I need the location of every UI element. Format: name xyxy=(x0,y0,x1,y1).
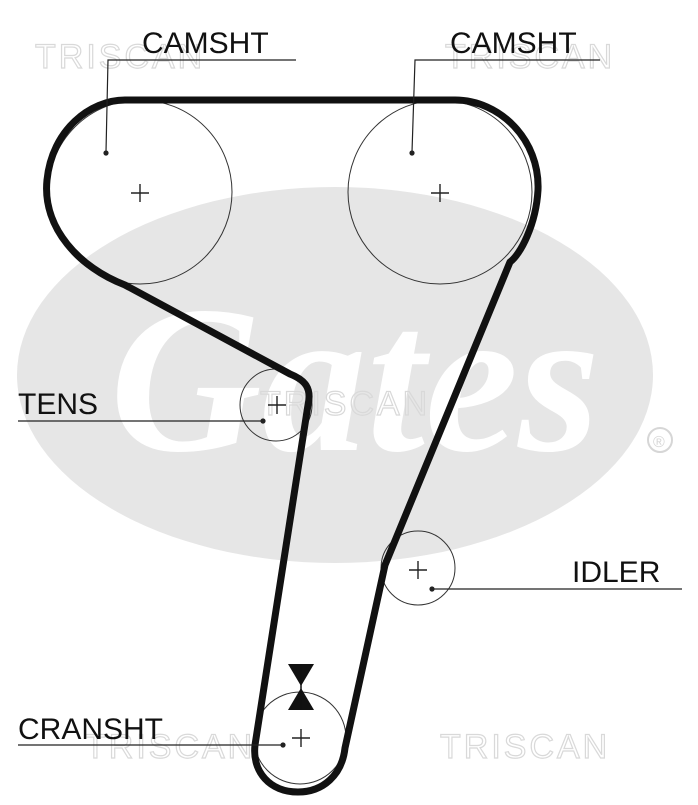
crankshaft-center-icon xyxy=(292,729,310,747)
camshaft-right-center-icon xyxy=(431,184,449,202)
crankshaft-leader xyxy=(18,742,286,748)
gates-logo-ellipse xyxy=(17,187,653,563)
label-idler: IDLER xyxy=(572,556,660,589)
triscan-watermark-top-right: TRISCAN xyxy=(445,38,615,76)
camshaft-left-leader xyxy=(103,59,296,156)
gates-logo-watermark: Gates ® xyxy=(17,187,673,563)
registered-mark: ® xyxy=(653,434,665,451)
crankshaft-timing-mark-icon xyxy=(288,664,314,710)
label-crankshaft: CRANSHT xyxy=(18,713,163,746)
tensioner-center-icon xyxy=(268,396,286,414)
triscan-watermark-bottom-right: TRISCAN xyxy=(440,728,610,766)
triscan-watermark-center: TRISCAN xyxy=(260,385,430,423)
label-camshaft-left: CAMSHT xyxy=(142,27,269,60)
triscan-watermark-bottom-left: TRISCAN xyxy=(85,728,255,766)
tensioner-leader xyxy=(18,418,266,424)
idler-leader xyxy=(429,586,682,592)
idler-center-icon xyxy=(409,561,427,579)
registered-mark-icon xyxy=(647,427,673,453)
timing-belt xyxy=(43,96,542,796)
gates-logo-text: Gates xyxy=(110,264,600,496)
label-tensioner: TENS xyxy=(18,388,98,421)
camshaft-right-leader xyxy=(409,59,600,156)
label-camshaft-right: CAMSHT xyxy=(450,27,577,60)
camshaft-left-center-icon xyxy=(131,184,149,202)
triscan-watermark-top-left: TRISCAN xyxy=(35,38,205,76)
